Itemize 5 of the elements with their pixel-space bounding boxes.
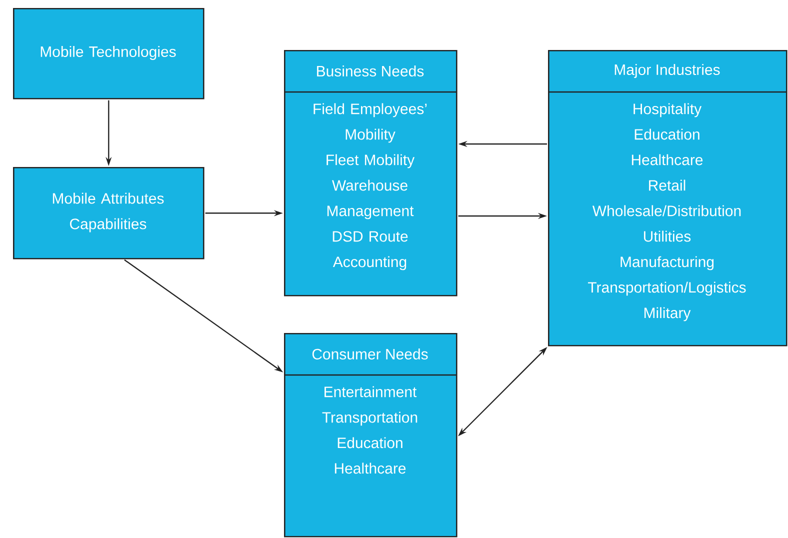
process-box: Consumer Needs Entertainment Transportation Education Healthcare xyxy=(284,333,458,538)
process-box: Mobile Technologies xyxy=(13,8,204,100)
process-box: Major Industries Hospitality Education Healthcare Retail Wholesale/Distribution Utilities Manufacturing Transportation/Logistics Military xyxy=(548,50,788,346)
process-box: Mobile Attributes Capabilities xyxy=(13,167,204,260)
process-box: Business Needs Field Employees’ Mobility Fleet Mobility Warehouse Management DSD Route Accounting xyxy=(284,50,458,296)
